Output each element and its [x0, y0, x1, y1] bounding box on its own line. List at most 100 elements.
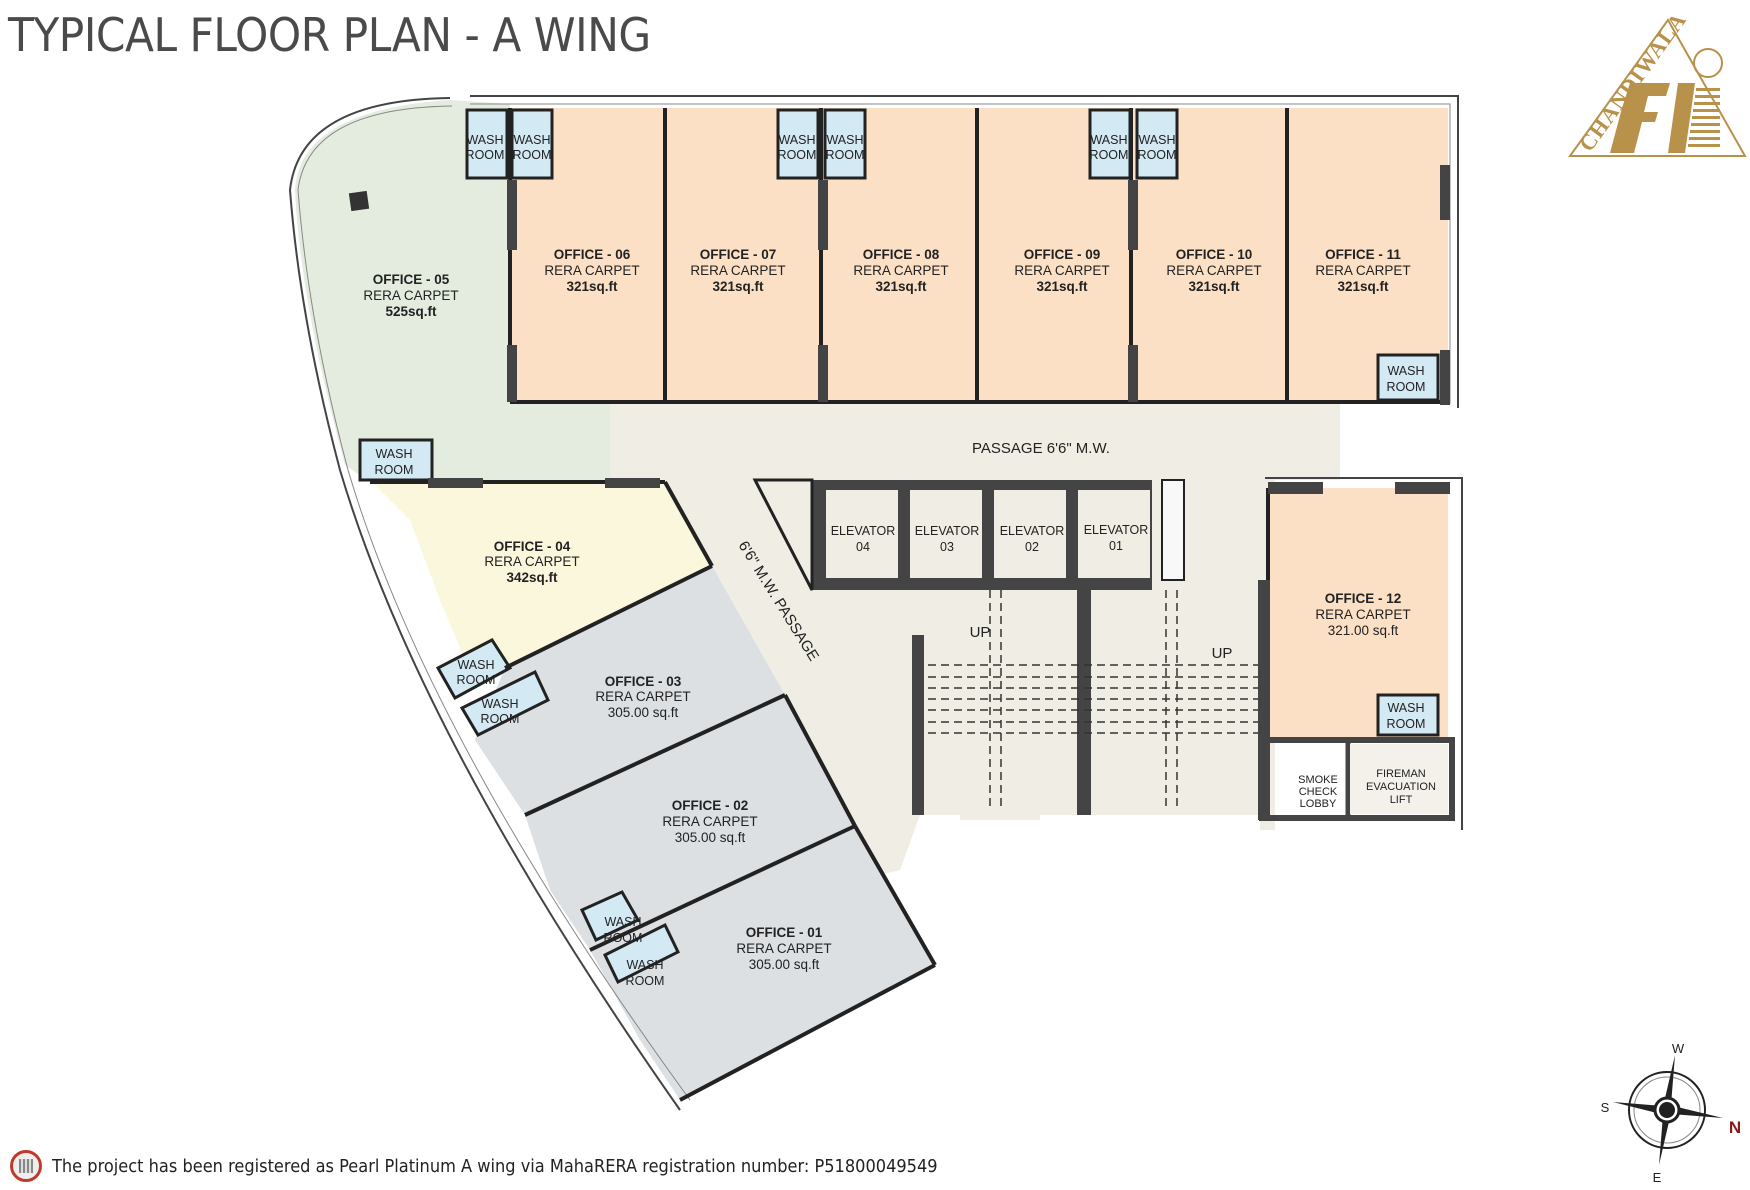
svg-text:ROOM: ROOM	[604, 931, 643, 945]
office-01-label: OFFICE - 01 RERA CARPET 305.00 sq.ft	[736, 925, 831, 972]
column	[348, 190, 370, 212]
svg-text:RERA CARPET: RERA CARPET	[1315, 607, 1410, 622]
office-04-area	[372, 482, 712, 668]
svg-text:OFFICE - 09: OFFICE - 09	[1024, 247, 1101, 262]
svg-text:WASH: WASH	[481, 697, 518, 711]
svg-text:FIREMAN: FIREMAN	[1376, 768, 1426, 780]
maharera-badge-icon	[10, 1150, 42, 1182]
compass-east: E	[1653, 1170, 1662, 1185]
svg-text:321sq.ft: 321sq.ft	[1188, 279, 1240, 294]
rera-registration-footer: The project has been registered as Pearl…	[10, 1150, 1036, 1182]
svg-text:OFFICE - 11: OFFICE - 11	[1325, 247, 1401, 262]
svg-text:OFFICE - 07: OFFICE - 07	[700, 247, 777, 262]
office-05-label: OFFICE - 05 RERA CARPET 525sq.ft	[363, 272, 458, 319]
svg-text:RERA CARPET: RERA CARPET	[853, 263, 948, 278]
office-02-label: OFFICE - 02 RERA CARPET 305.00 sq.ft	[662, 798, 757, 845]
svg-text:02: 02	[1025, 540, 1039, 554]
office-05-area	[295, 100, 610, 482]
svg-text:RERA CARPET: RERA CARPET	[1166, 263, 1261, 278]
svg-text:OFFICE - 12: OFFICE - 12	[1325, 591, 1402, 606]
svg-text:04: 04	[856, 540, 870, 554]
svg-text:RERA CARPET: RERA CARPET	[595, 689, 690, 704]
svg-text:ROOM: ROOM	[513, 148, 552, 162]
chandiwala-logo: CHANDIWALA	[1568, 8, 1747, 157]
svg-text:OFFICE - 03: OFFICE - 03	[605, 674, 682, 689]
svg-text:ROOM: ROOM	[1387, 380, 1426, 394]
svg-text:RERA CARPET: RERA CARPET	[544, 263, 639, 278]
svg-text:LIFT: LIFT	[1390, 794, 1413, 806]
svg-text:ROOM: ROOM	[626, 974, 665, 988]
svg-text:RERA CARPET: RERA CARPET	[662, 814, 757, 829]
office-08-label: OFFICE - 08 RERA CARPET 321sq.ft	[853, 247, 948, 294]
svg-text:OFFICE - 06: OFFICE - 06	[554, 247, 631, 262]
office-11-label: OFFICE - 11 RERA CARPET 321sq.ft	[1315, 247, 1410, 294]
svg-text:ROOM: ROOM	[826, 148, 865, 162]
svg-text:ELEVATOR: ELEVATOR	[1084, 523, 1149, 537]
svg-text:ROOM: ROOM	[481, 712, 520, 726]
svg-text:RERA CARPET: RERA CARPET	[363, 288, 458, 303]
svg-text:CHECK: CHECK	[1299, 786, 1338, 798]
svg-text:EVACUATION: EVACUATION	[1366, 781, 1436, 793]
svg-text:RERA CARPET: RERA CARPET	[736, 941, 831, 956]
svg-text:RERA CARPET: RERA CARPET	[690, 263, 785, 278]
svg-text:WASH: WASH	[466, 133, 503, 147]
compass-south: S	[1601, 1100, 1610, 1115]
svg-text:ROOM: ROOM	[1090, 148, 1129, 162]
passage-main-label: PASSAGE 6'6" M.W.	[972, 440, 1110, 457]
compass-icon: W S N E	[1601, 1041, 1741, 1185]
svg-text:WASH: WASH	[826, 133, 863, 147]
office-07-label: OFFICE - 07 RERA CARPET 321sq.ft	[690, 247, 785, 294]
svg-text:WASH: WASH	[513, 133, 550, 147]
svg-text:ROOM: ROOM	[1138, 148, 1177, 162]
svg-text:WASH: WASH	[604, 915, 641, 929]
svg-text:ROOM: ROOM	[457, 673, 496, 687]
stairs-up-label: UP	[970, 624, 991, 641]
compass-west: W	[1672, 1041, 1685, 1056]
svg-text:WASH: WASH	[375, 447, 412, 461]
svg-text:305.00 sq.ft: 305.00 sq.ft	[608, 705, 679, 720]
office-10-label: OFFICE - 10 RERA CARPET 321sq.ft	[1166, 247, 1261, 294]
svg-text:OFFICE - 02: OFFICE - 02	[672, 798, 749, 813]
svg-text:WASH: WASH	[626, 958, 663, 972]
compass-north: N	[1729, 1118, 1741, 1137]
staircase	[912, 580, 1270, 820]
svg-text:321sq.ft: 321sq.ft	[566, 279, 618, 294]
svg-text:ROOM: ROOM	[778, 148, 817, 162]
registration-text: The project has been registered as Pearl…	[52, 1155, 938, 1177]
office-04-label: OFFICE - 04 RERA CARPET 342sq.ft	[484, 539, 579, 585]
svg-text:321.00 sq.ft: 321.00 sq.ft	[1328, 623, 1399, 638]
svg-text:01: 01	[1109, 539, 1123, 553]
office-03-label: OFFICE - 03 RERA CARPET 305.00 sq.ft	[595, 674, 690, 720]
fire-core	[1259, 737, 1455, 821]
svg-text:321sq.ft: 321sq.ft	[875, 279, 927, 294]
office-12-label: OFFICE - 12 RERA CARPET 321.00 sq.ft	[1315, 591, 1410, 638]
svg-text:OFFICE - 05: OFFICE - 05	[373, 272, 450, 287]
svg-text:OFFICE - 08: OFFICE - 08	[863, 247, 940, 262]
top-offices	[512, 108, 1448, 402]
elevator-core	[752, 478, 1185, 591]
office-01-area	[590, 826, 935, 1100]
office-09-label: OFFICE - 09 RERA CARPET 321sq.ft	[1014, 247, 1109, 294]
svg-text:03: 03	[940, 540, 954, 554]
svg-text:RERA CARPET: RERA CARPET	[484, 554, 579, 569]
washrooms	[358, 108, 1440, 985]
svg-text:WASH: WASH	[1138, 133, 1175, 147]
svg-text:WASH: WASH	[1387, 701, 1424, 715]
svg-text:ELEVATOR: ELEVATOR	[831, 524, 896, 538]
office-06-label: OFFICE - 06 RERA CARPET 321sq.ft	[544, 247, 639, 294]
svg-text:WASH: WASH	[778, 133, 815, 147]
svg-text:321sq.ft: 321sq.ft	[1036, 279, 1088, 294]
svg-text:WASH: WASH	[457, 658, 494, 672]
svg-text:OFFICE - 10: OFFICE - 10	[1176, 247, 1253, 262]
svg-text:WASH: WASH	[1387, 364, 1424, 378]
svg-text:ELEVATOR: ELEVATOR	[1000, 524, 1065, 538]
svg-text:WASH: WASH	[1090, 133, 1127, 147]
svg-text:OFFICE - 04: OFFICE - 04	[494, 539, 571, 554]
office-03-area	[475, 566, 785, 815]
svg-text:SMOKE: SMOKE	[1298, 774, 1338, 786]
svg-text:321sq.ft: 321sq.ft	[1337, 279, 1389, 294]
office-02-area	[525, 695, 855, 950]
smoke-check-lobby-label: SMOKE CHECK LOBBY	[1298, 774, 1338, 810]
